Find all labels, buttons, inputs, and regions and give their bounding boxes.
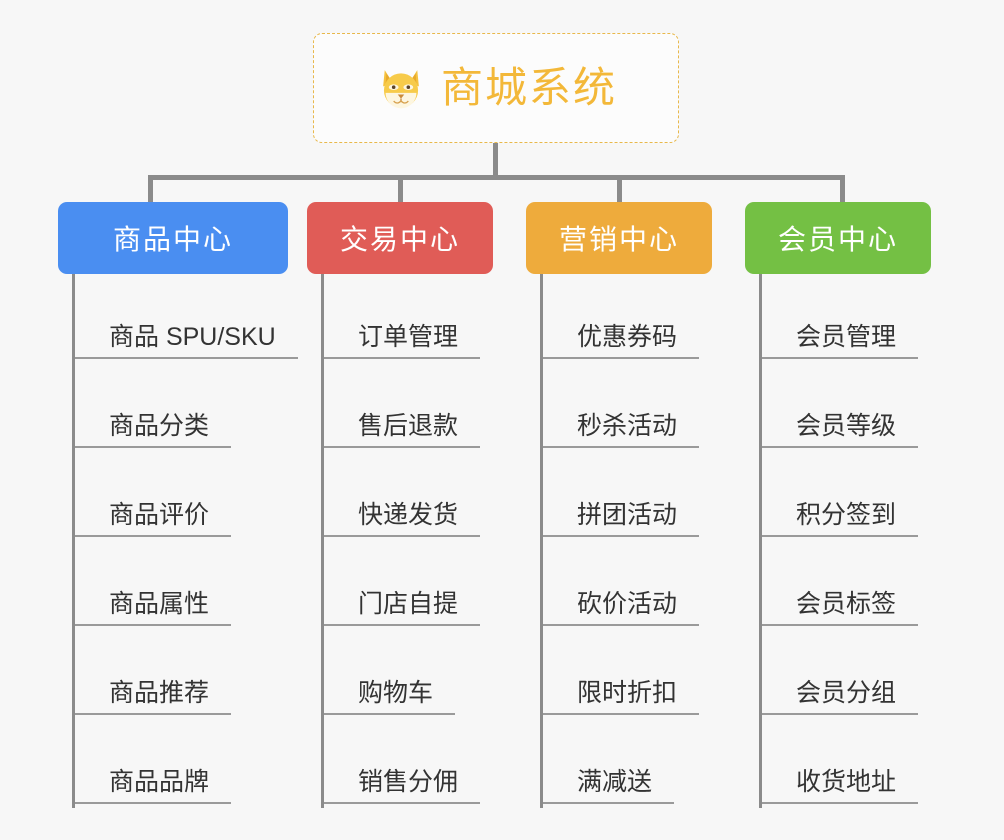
list-item-label: 商品属性 — [75, 590, 232, 626]
list-item-label: 销售分佣 — [324, 768, 481, 804]
branch-header-marketing-center[interactable]: 营销中心 — [526, 202, 712, 274]
list-item-label: 限时折扣 — [543, 679, 700, 715]
list-item-label: 会员标签 — [762, 590, 919, 626]
list-item-label: 秒杀活动 — [543, 412, 700, 448]
list-item-label: 收货地址 — [762, 768, 919, 804]
list-item[interactable]: 销售分佣 — [324, 719, 493, 808]
branch-header-label: 商品中心 — [112, 224, 233, 255]
list-item[interactable]: 满减送 — [543, 719, 712, 808]
list-item-label: 会员等级 — [762, 412, 919, 448]
list-item-label: 满减送 — [543, 768, 675, 804]
branch-header-member-center[interactable]: 会员中心 — [745, 202, 931, 274]
list-item-label: 商品 SPU/SKU — [75, 323, 298, 359]
list-item[interactable]: 积分签到 — [762, 452, 931, 541]
branch-items-member-center: 会员管理 会员等级 积分签到 会员标签 会员分组 收货地址 — [759, 274, 931, 808]
shiba-dog-face-icon — [375, 62, 427, 114]
list-item-label: 积分签到 — [762, 501, 919, 537]
branch-header-label: 会员中心 — [777, 224, 898, 255]
branch-column-member-center: 会员中心 会员管理 会员等级 积分签到 会员标签 会员分组 收货地址 — [745, 202, 931, 808]
list-item[interactable]: 会员管理 — [762, 274, 931, 363]
list-item[interactable]: 商品推荐 — [75, 630, 288, 719]
list-item[interactable]: 拼团活动 — [543, 452, 712, 541]
connector-root-stem — [493, 143, 498, 177]
list-item[interactable]: 订单管理 — [324, 274, 493, 363]
list-item[interactable]: 秒杀活动 — [543, 363, 712, 452]
list-item-label: 售后退款 — [324, 412, 481, 448]
list-item[interactable]: 商品分类 — [75, 363, 288, 452]
list-item-label: 会员分组 — [762, 679, 919, 715]
list-item[interactable]: 售后退款 — [324, 363, 493, 452]
list-item-label: 订单管理 — [324, 323, 481, 359]
list-item[interactable]: 收货地址 — [762, 719, 931, 808]
root-node-title: 商城系统 — [440, 64, 617, 111]
branch-items-trade-center: 订单管理 售后退款 快递发货 门店自提 购物车 销售分佣 — [321, 274, 493, 808]
branch-header-trade-center[interactable]: 交易中心 — [307, 202, 493, 274]
list-item-label: 优惠券码 — [543, 323, 700, 359]
branch-column-marketing-center: 营销中心 优惠券码 秒杀活动 拼团活动 砍价活动 限时折扣 满减送 — [526, 202, 712, 808]
connector-drop-2 — [617, 175, 622, 204]
list-item[interactable]: 购物车 — [324, 630, 493, 719]
list-item-label: 商品推荐 — [75, 679, 232, 715]
branch-column-product-center: 商品中心 商品 SPU/SKU 商品分类 商品评价 商品属性 商品推荐 商品品牌 — [58, 202, 298, 808]
list-item-label: 门店自提 — [324, 590, 481, 626]
list-item[interactable]: 会员等级 — [762, 363, 931, 452]
branch-column-trade-center: 交易中心 订单管理 售后退款 快递发货 门店自提 购物车 销售分佣 — [307, 202, 493, 808]
connector-drop-1 — [398, 175, 403, 204]
connector-drop-3 — [840, 175, 845, 204]
list-item-label: 快递发货 — [324, 501, 481, 537]
list-item-label: 商品品牌 — [75, 768, 232, 804]
list-item-label: 砍价活动 — [543, 590, 700, 626]
list-item[interactable]: 砍价活动 — [543, 541, 712, 630]
list-item[interactable]: 商品品牌 — [75, 719, 288, 808]
list-item[interactable]: 会员分组 — [762, 630, 931, 719]
list-item[interactable]: 商品 SPU/SKU — [75, 274, 298, 363]
list-item-label: 购物车 — [324, 679, 456, 715]
branch-header-label: 营销中心 — [558, 224, 679, 255]
list-item[interactable]: 会员标签 — [762, 541, 931, 630]
branch-items-marketing-center: 优惠券码 秒杀活动 拼团活动 砍价活动 限时折扣 满减送 — [540, 274, 712, 808]
list-item-label: 会员管理 — [762, 323, 919, 359]
list-item[interactable]: 商品评价 — [75, 452, 288, 541]
root-node-shop-system[interactable]: 商城系统 — [313, 33, 679, 143]
branch-items-product-center: 商品 SPU/SKU 商品分类 商品评价 商品属性 商品推荐 商品品牌 — [72, 274, 298, 808]
connector-drop-0 — [148, 175, 153, 204]
branch-header-product-center[interactable]: 商品中心 — [58, 202, 288, 274]
list-item-label: 商品评价 — [75, 501, 232, 537]
list-item[interactable]: 商品属性 — [75, 541, 288, 630]
connector-bus-bar — [148, 175, 845, 180]
list-item[interactable]: 门店自提 — [324, 541, 493, 630]
list-item[interactable]: 快递发货 — [324, 452, 493, 541]
list-item-label: 拼团活动 — [543, 501, 700, 537]
list-item[interactable]: 限时折扣 — [543, 630, 712, 719]
branch-header-label: 交易中心 — [339, 224, 460, 255]
list-item-label: 商品分类 — [75, 412, 232, 448]
list-item[interactable]: 优惠券码 — [543, 274, 712, 363]
